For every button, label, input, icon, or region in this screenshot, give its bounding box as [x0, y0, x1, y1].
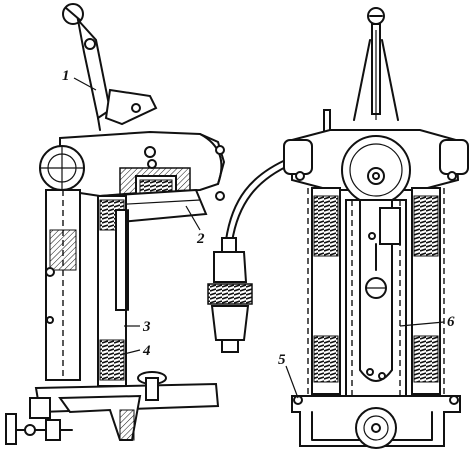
leader-2	[185, 205, 201, 231]
leader-5	[285, 365, 299, 399]
callout-5: 5	[278, 352, 286, 368]
callout-4: 4	[142, 343, 151, 359]
lever-bracket	[104, 88, 158, 126]
side-view	[5, 3, 226, 445]
cable-and-plug	[207, 157, 293, 353]
adjust-knob	[5, 413, 17, 445]
callout-6: 6	[447, 314, 455, 330]
lower-spring	[99, 339, 125, 381]
power-cable	[225, 157, 291, 241]
leader-6	[399, 321, 445, 327]
right-boss	[439, 139, 469, 175]
callout-labels: 1 2 3 4 5 6	[62, 68, 455, 368]
front-view	[283, 7, 469, 449]
callout-1: 1	[62, 68, 70, 84]
plug-grip	[207, 283, 253, 305]
leader-4	[123, 349, 141, 355]
plug-body-upper	[213, 251, 248, 283]
leader-1	[73, 77, 97, 91]
leader-lines	[73, 77, 445, 399]
left-boss	[283, 139, 313, 175]
lever-arm	[76, 16, 112, 120]
callout-2: 2	[196, 231, 205, 247]
callout-3: 3	[142, 319, 151, 335]
